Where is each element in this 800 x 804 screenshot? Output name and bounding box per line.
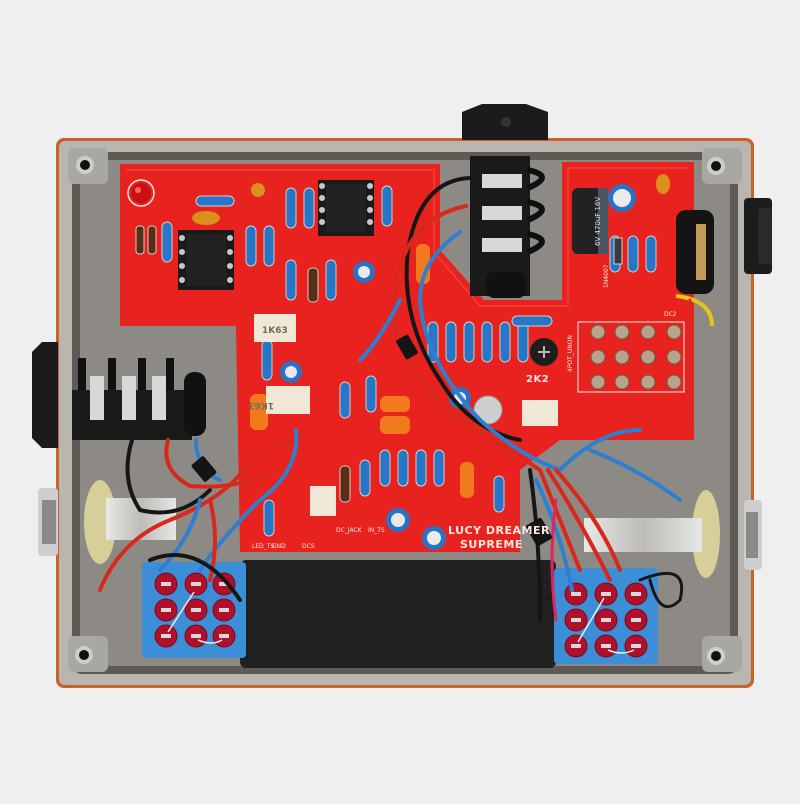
foam-pad: [240, 560, 556, 668]
main-electrolytic-capacitor: 6V 470uF 16V: [572, 188, 608, 254]
trim-pot-value-label: 2K2: [526, 374, 549, 385]
bottom-left-jack-nut: [38, 488, 58, 556]
wiring: [98, 176, 692, 622]
pad-label-led-ts: LED_TS: [252, 543, 274, 550]
film-capacitor-right: [522, 400, 558, 426]
screw-hole-icon: [702, 636, 742, 672]
ceramic-capacitors: [192, 174, 670, 225]
film-capacitor-1k63-b: 1K63: [248, 386, 310, 414]
product-name-line2: SUPREME: [460, 538, 523, 551]
trim-pot-label: 4POT_UNON: [567, 335, 574, 372]
footswitch-left[interactable]: [142, 562, 246, 658]
screw-hole-icon: [702, 148, 742, 184]
film-capacitor-1k63-a: 1K63: [254, 314, 296, 342]
pad-label-dcs: DCS: [302, 543, 315, 550]
trim-pot[interactable]: 2K2 4POT_UNON: [526, 335, 574, 385]
screw-hole-icon: [68, 148, 108, 184]
led-icon: [127, 179, 155, 207]
pad-label-in-ts: IN_TS: [368, 527, 385, 534]
product-name-line1: LUCY DREAMER: [448, 524, 550, 537]
footswitch-right[interactable]: [554, 568, 658, 664]
diode-label: 1N4007: [603, 264, 610, 288]
zip-ties: [191, 334, 553, 547]
top-jack-body: [470, 156, 545, 298]
left-jack-body: [72, 358, 206, 440]
right-jack: [744, 198, 772, 274]
left-jack: [32, 342, 58, 448]
capacitor-label: 6V 470uF 16V: [594, 197, 602, 246]
pad-label-gnd: GND: [272, 543, 286, 550]
connector-label: DC2: [664, 311, 677, 318]
bottom-left-input-jack: [84, 480, 176, 564]
pad-label-dc-jack: DC_JACK: [336, 527, 363, 534]
dc-jack-body: [675, 210, 714, 327]
pcb-silkscreen: LUCY DREAMER SUPREME DC_JACK IN_TS LED_T…: [252, 264, 610, 551]
connector-pad-grid: DC2: [577, 311, 685, 393]
ic-chip-right: [318, 180, 374, 236]
top-jack: [462, 104, 548, 140]
bottom-right-jack-nut: [744, 500, 762, 570]
film-cap-label: 1K63: [248, 400, 274, 410]
screw-hole-icon: [68, 636, 108, 672]
film-capacitor-small: [310, 486, 336, 516]
film-cap-label: 1K63: [262, 326, 288, 336]
resistors: [161, 185, 657, 537]
ic-chip-left: [178, 230, 234, 290]
diodes: [135, 225, 623, 503]
